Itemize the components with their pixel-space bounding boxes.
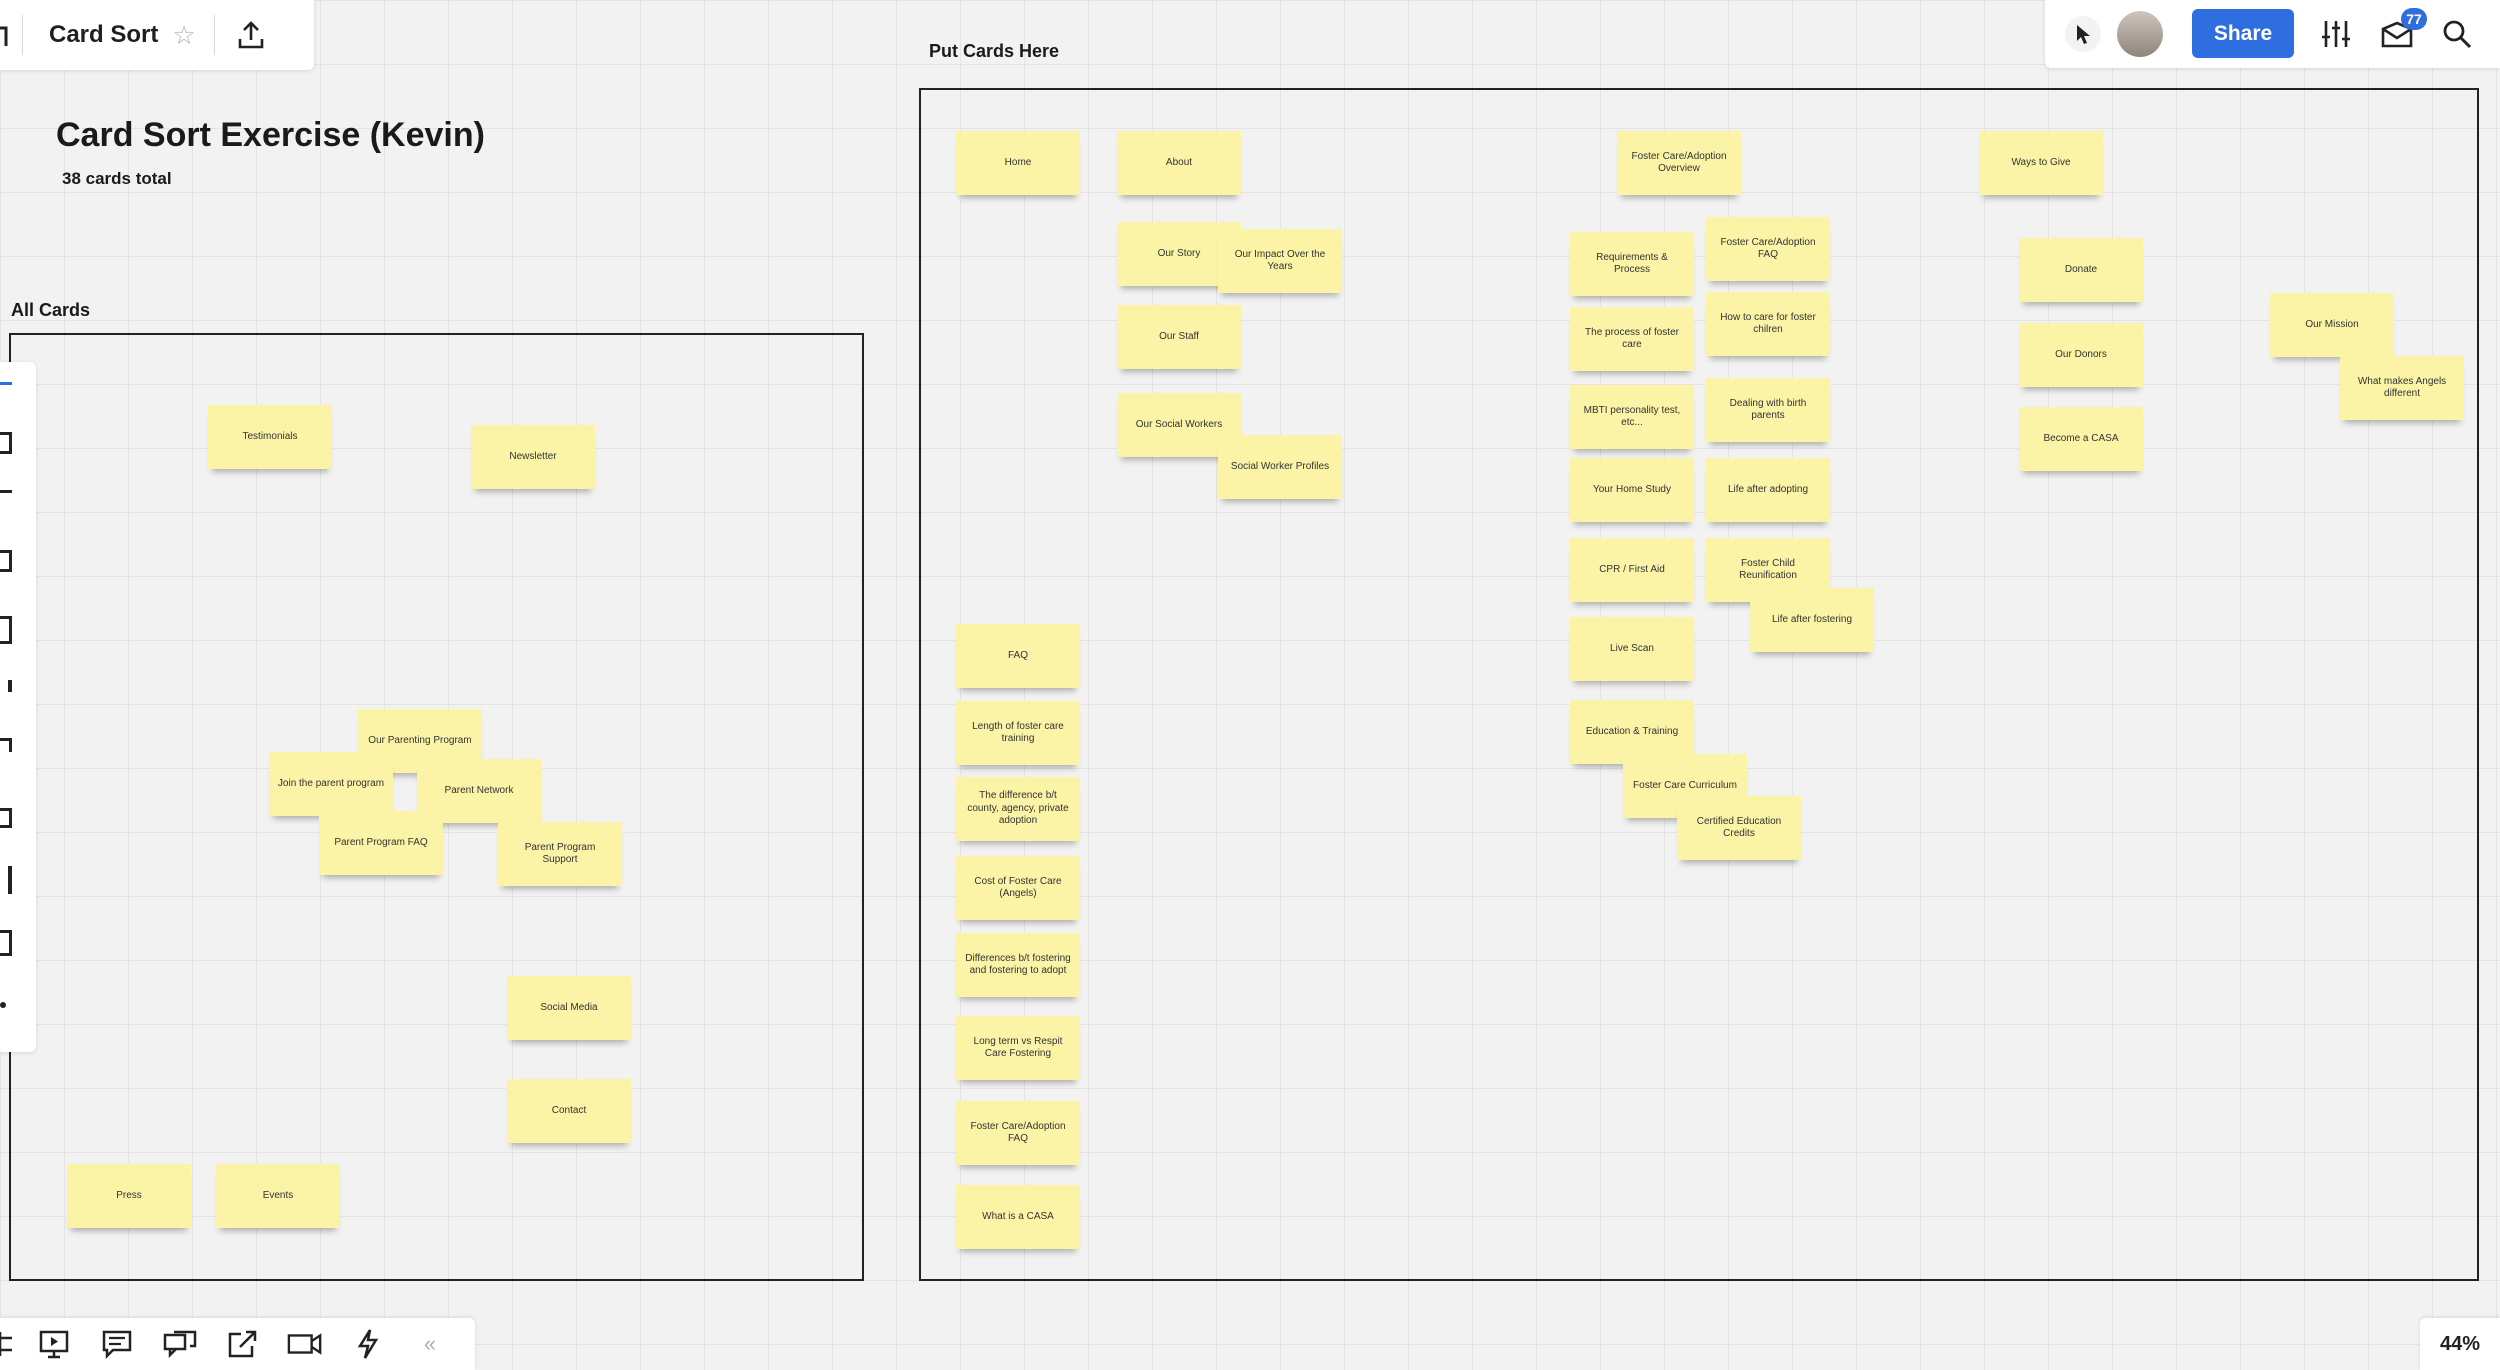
sticky-note[interactable]: Contact [507, 1079, 631, 1143]
export-icon[interactable] [231, 15, 271, 55]
star-icon[interactable]: ☆ [172, 19, 196, 50]
more-tools-icon[interactable] [0, 1002, 6, 1008]
sticky-note[interactable]: What makes Angels different [2340, 356, 2464, 420]
templates-icon[interactable] [0, 432, 12, 454]
sticky-note[interactable]: Foster Care/Adoption FAQ [1706, 217, 1830, 281]
sticky-note[interactable]: Events [216, 1164, 340, 1228]
zoom-level[interactable]: 44% [2420, 1318, 2500, 1370]
sticky-note[interactable]: Join the parent program [269, 752, 393, 816]
frame-tool-icon[interactable] [0, 866, 12, 894]
sticky-note[interactable]: Our Donors [2019, 323, 2143, 387]
sticky-note[interactable]: MBTI personality test, etc... [1570, 385, 1694, 449]
chat-icon[interactable] [162, 1326, 198, 1362]
sticky-note[interactable]: Social Worker Profiles [1218, 435, 1342, 499]
notifications-icon[interactable] [2378, 15, 2416, 53]
settings-sliders-icon[interactable] [2317, 15, 2355, 53]
sticky-note[interactable]: Length of foster care training [956, 701, 1080, 765]
sticky-note-icon[interactable] [0, 550, 12, 572]
presentation-icon[interactable] [36, 1326, 72, 1362]
share-screen-icon[interactable] [225, 1326, 261, 1362]
put-cards-label[interactable]: Put Cards Here [929, 41, 1060, 61]
connection-line-icon[interactable] [0, 680, 12, 692]
all-cards-label[interactable]: All Cards [11, 300, 91, 320]
put-cards-frame[interactable] [919, 88, 2479, 1281]
board-header: Card Sort ☆ [0, 0, 314, 70]
sticky-note[interactable]: Home [956, 131, 1080, 195]
sticky-note[interactable]: Our Impact Over the Years [1218, 229, 1342, 293]
lightning-icon[interactable] [350, 1326, 386, 1362]
divider [22, 15, 23, 55]
sticky-note[interactable]: Requirements & Process [1570, 232, 1694, 296]
share-button[interactable]: Share [2192, 9, 2294, 58]
sticky-note[interactable]: Foster Care/Adoption FAQ [956, 1101, 1080, 1165]
sticky-note[interactable]: Life after adopting [1706, 458, 1830, 522]
comment-tool-icon[interactable] [0, 808, 12, 828]
sticky-note[interactable]: About [1117, 131, 1241, 195]
sticky-note[interactable]: What is a CASA [956, 1185, 1080, 1249]
sticky-note[interactable]: Cost of Foster Care (Angels) [956, 856, 1080, 920]
sticky-note[interactable]: FAQ [956, 624, 1080, 688]
sticky-note[interactable]: The process of foster care [1570, 307, 1694, 371]
sticky-note[interactable]: Certified Education Credits [1677, 796, 1801, 860]
shape-tool-icon[interactable] [0, 616, 12, 644]
sticky-note[interactable]: Parent Program FAQ [319, 811, 443, 875]
card-count-text: 38 cards total [62, 169, 172, 188]
upload-tool-icon[interactable] [0, 930, 12, 956]
sticky-note[interactable]: Our Staff [1117, 305, 1241, 369]
canvas-heading: Card Sort Exercise (Kevin) [56, 116, 485, 154]
sticky-note[interactable]: Live Scan [1570, 617, 1694, 681]
text-tool-icon[interactable] [0, 490, 12, 496]
sticky-note[interactable]: Life after fostering [1750, 588, 1874, 652]
sticky-note[interactable]: CPR / First Aid [1570, 538, 1694, 602]
sticky-note[interactable]: Your Home Study [1570, 458, 1694, 522]
sticky-note[interactable]: Become a CASA [2019, 407, 2143, 471]
sticky-note[interactable]: Foster Care/Adoption Overview [1617, 131, 1741, 195]
sticky-note[interactable]: Long term vs Respit Care Fostering [956, 1016, 1080, 1080]
bottom-toolbar: « [0, 1318, 475, 1370]
sticky-note[interactable]: Differences b/t fostering and fostering … [956, 933, 1080, 997]
video-call-icon[interactable] [287, 1326, 323, 1362]
sticky-note[interactable]: Ways to Give [1979, 131, 2103, 195]
top-right-toolbar: Share 77 [2045, 0, 2500, 68]
avatar[interactable] [2117, 11, 2163, 57]
sticky-note[interactable]: Newsletter [471, 425, 595, 489]
select-tool-icon[interactable] [0, 382, 12, 388]
sticky-note[interactable]: Press [67, 1164, 191, 1228]
notification-badge: 77 [2401, 8, 2427, 30]
sticky-note[interactable]: Dealing with birth parents [1706, 378, 1830, 442]
menu-icon[interactable] [0, 20, 10, 50]
sticky-note[interactable]: Testimonials [208, 405, 332, 469]
search-icon[interactable] [2438, 15, 2476, 53]
sticky-note[interactable]: Donate [2019, 238, 2143, 302]
collapse-toolbar-icon[interactable]: « [423, 1331, 437, 1356]
sticky-note[interactable]: The difference b/t county, agency, priva… [956, 777, 1080, 841]
left-toolbar [0, 362, 36, 1052]
frames-icon[interactable] [0, 1326, 22, 1362]
sticky-note[interactable]: Our Mission [2270, 293, 2394, 357]
cursor-icon[interactable] [2065, 16, 2101, 52]
comments-icon[interactable] [99, 1326, 135, 1362]
sticky-note[interactable]: How to care for foster chilren [1706, 292, 1830, 356]
divider [213, 15, 215, 55]
sticky-note[interactable]: Education & Training [1570, 700, 1694, 764]
sticky-note[interactable]: Social Media [507, 976, 631, 1040]
sticky-note[interactable]: Parent Program Support [498, 822, 622, 886]
pen-tool-icon[interactable] [0, 738, 12, 752]
board-title[interactable]: Card Sort [49, 21, 159, 48]
